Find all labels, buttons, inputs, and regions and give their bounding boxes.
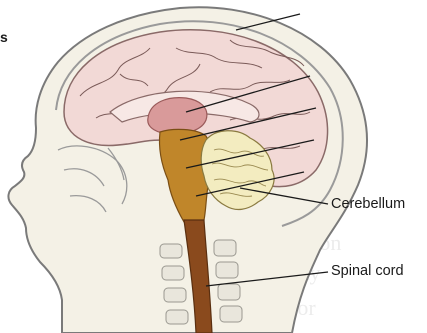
spinal-cord-label: Spinal cord xyxy=(331,264,404,279)
cerebellum-label: Cerebellum xyxy=(331,197,405,212)
cropped-label-fragment: s xyxy=(0,30,8,44)
thalamus xyxy=(148,98,207,134)
